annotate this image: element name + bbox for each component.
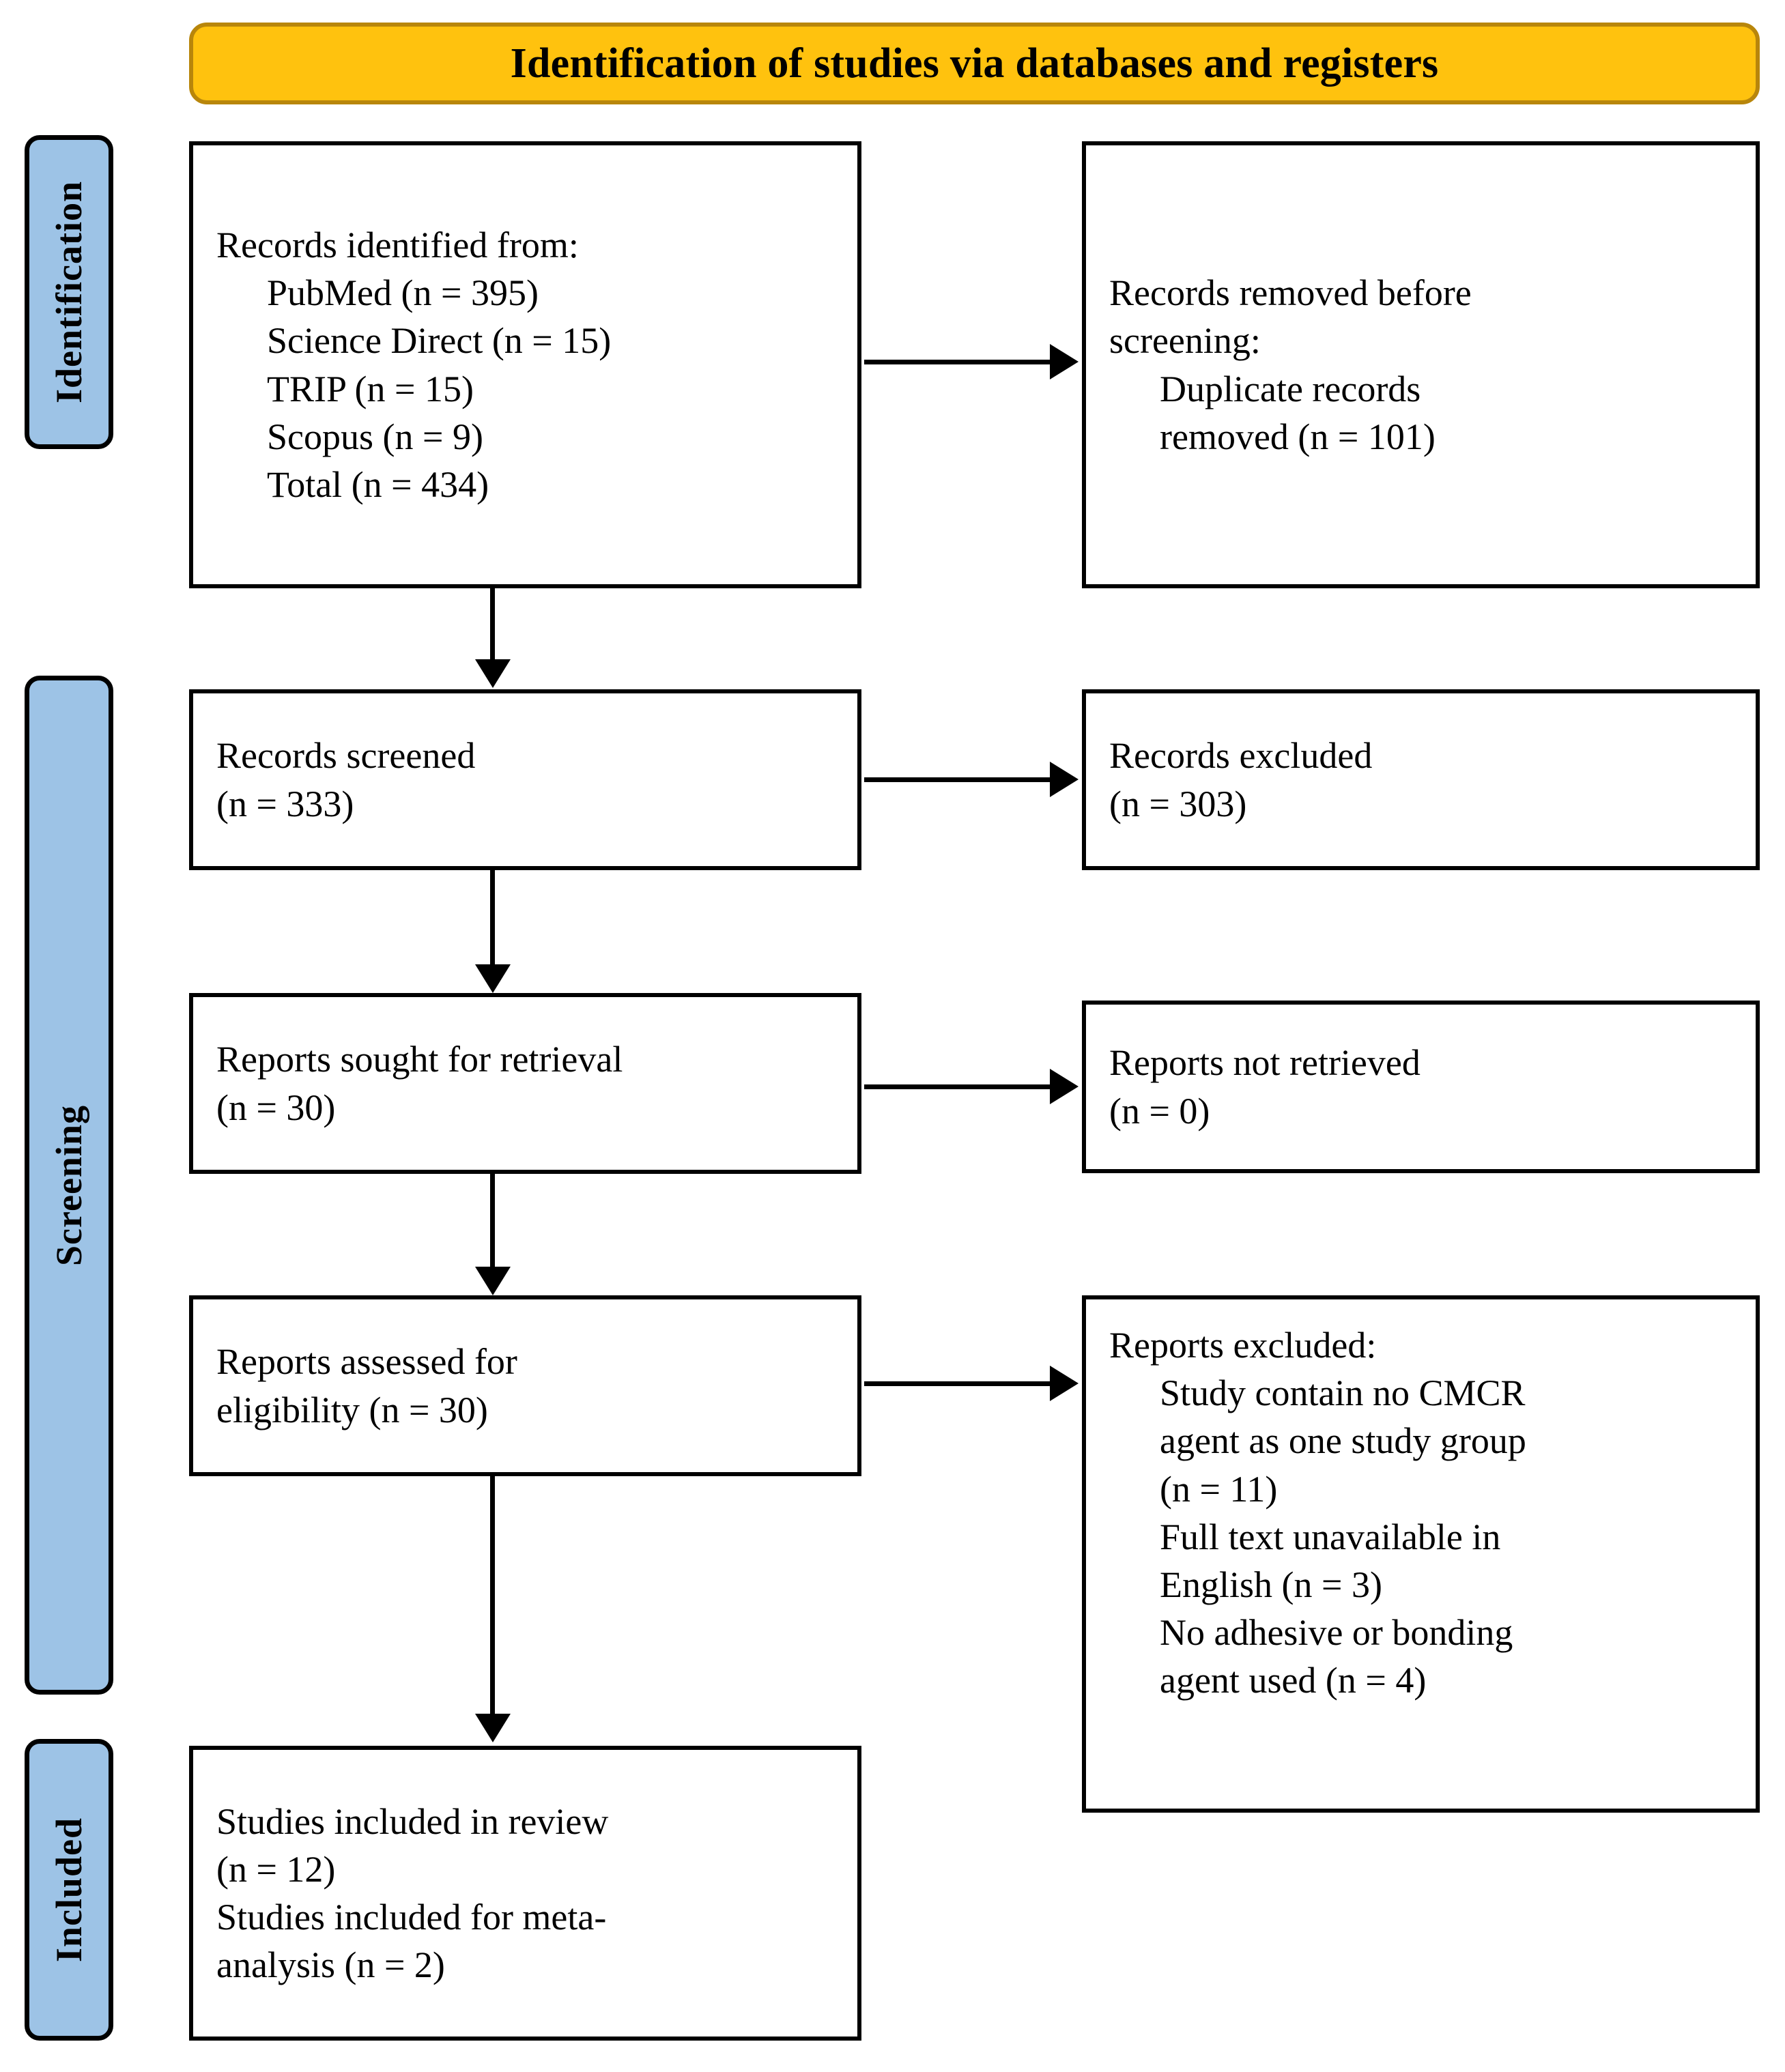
box-line: Studies included in review	[216, 1800, 609, 1842]
box-line: Records identified from:	[216, 224, 579, 265]
box-line: (n = 0)	[1109, 1090, 1210, 1132]
records-excluded-box: Records excluded (n = 303)	[1082, 689, 1760, 870]
arrow-screened-to-excluded-head	[1050, 762, 1079, 797]
arrow-sought-to-not-retrieved-head	[1050, 1069, 1079, 1104]
reports-assessed-box: Reports assessed for eligibility (n = 30…	[189, 1295, 861, 1476]
stage-bar-included: Included	[25, 1739, 113, 2041]
arrow-identified-to-screened-head	[475, 659, 511, 688]
box-line: Duplicate records	[1160, 368, 1421, 409]
arrow-identified-to-removed-head	[1050, 344, 1079, 379]
diagram-title: Identification of studies via databases …	[510, 40, 1439, 87]
box-line: agent used (n = 4)	[1160, 1660, 1427, 1701]
stage-bar-screening: Screening	[25, 676, 113, 1695]
box-line: Science Direct (n = 15)	[267, 320, 612, 362]
records-screened-box: Records screened (n = 333)	[189, 689, 861, 870]
stage-bar-identification: Identification	[25, 135, 113, 449]
arrow-screened-to-excluded	[864, 777, 1053, 782]
box-line: (n = 12)	[216, 1848, 336, 1890]
box-line: eligibility (n = 30)	[216, 1389, 488, 1430]
box-line: English (n = 3)	[1160, 1564, 1382, 1605]
box-line: Reports excluded:	[1109, 1325, 1377, 1366]
arrow-sought-to-assessed	[490, 1174, 495, 1269]
arrow-screened-to-sought	[490, 870, 495, 967]
box-line: (n = 303)	[1109, 783, 1247, 824]
arrow-identified-to-removed	[864, 360, 1053, 364]
box-line: removed (n = 101)	[1160, 416, 1436, 457]
arrow-identified-to-screened	[490, 588, 495, 662]
arrow-sought-to-not-retrieved	[864, 1084, 1053, 1089]
box-line: Study contain no CMCR	[1160, 1372, 1526, 1414]
reports-excluded-box: Reports excluded: Study contain no CMCR …	[1082, 1295, 1760, 1813]
box-line: Scopus (n = 9)	[267, 416, 483, 457]
box-line: TRIP (n = 15)	[267, 368, 474, 409]
arrow-assessed-to-included	[490, 1476, 495, 1716]
stage-label-screening: Screening	[48, 1104, 89, 1266]
box-line: Full text unavailable in	[1160, 1516, 1501, 1557]
box-line: (n = 333)	[216, 783, 354, 824]
box-line: Reports sought for retrieval	[216, 1039, 623, 1080]
records-identified-box: Records identified from: PubMed (n = 395…	[189, 141, 861, 588]
studies-included-box: Studies included in review (n = 12) Stud…	[189, 1746, 861, 2041]
box-line: (n = 11)	[1160, 1468, 1278, 1510]
arrow-screened-to-sought-head	[475, 964, 511, 993]
box-line: Reports assessed for	[216, 1341, 517, 1383]
box-line: Reports not retrieved	[1109, 1042, 1420, 1084]
arrow-sought-to-assessed-head	[475, 1267, 511, 1295]
box-line: No adhesive or bonding	[1160, 1612, 1513, 1654]
box-line: agent as one study group	[1160, 1420, 1526, 1462]
box-line: analysis (n = 2)	[216, 1944, 445, 1986]
arrow-assessed-to-excluded-head	[1050, 1366, 1079, 1401]
stage-label-included: Included	[48, 1817, 89, 1963]
arrow-assessed-to-excluded	[864, 1381, 1053, 1386]
box-line: Total (n = 434)	[267, 463, 489, 505]
box-line: (n = 30)	[216, 1087, 336, 1128]
box-line: Records removed before	[1109, 272, 1472, 314]
box-line: PubMed (n = 395)	[267, 272, 539, 314]
records-removed-box: Records removed before screening: Duplic…	[1082, 141, 1760, 588]
reports-sought-box: Reports sought for retrieval (n = 30)	[189, 993, 861, 1174]
box-line: screening:	[1109, 320, 1261, 362]
diagram-header-banner: Identification of studies via databases …	[189, 23, 1760, 104]
stage-label-identification: Identification	[48, 180, 89, 403]
box-line: Records excluded	[1109, 735, 1373, 777]
arrow-assessed-to-included-head	[475, 1714, 511, 1742]
box-line: Studies included for meta-	[216, 1897, 607, 1938]
reports-not-retrieved-box: Reports not retrieved (n = 0)	[1082, 1001, 1760, 1173]
box-line: Records screened	[216, 735, 476, 777]
